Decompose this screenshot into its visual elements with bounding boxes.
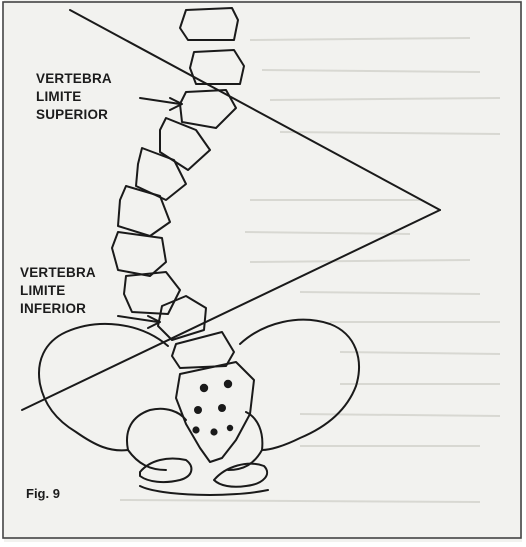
foramen (200, 384, 208, 392)
upper-label-line2: LIMITE (36, 88, 112, 106)
foramen (210, 428, 217, 435)
foramen (194, 406, 202, 414)
foramen (192, 426, 199, 433)
upper-vertebra-label: VERTEBRA LIMITE SUPERIOR (36, 70, 112, 124)
foramen (218, 404, 226, 412)
foramen (224, 380, 232, 388)
upper-label-line3: SUPERIOR (36, 106, 112, 124)
lower-vertebra-label: VERTEBRA LIMITE INFERIOR (20, 264, 96, 318)
foramen (227, 425, 233, 431)
lower-label-line3: INFERIOR (20, 300, 96, 318)
lower-label-line1: VERTEBRA (20, 264, 96, 282)
lower-label-line2: LIMITE (20, 282, 96, 300)
figure-caption: Fig. 9 (26, 486, 60, 501)
upper-label-line1: VERTEBRA (36, 70, 112, 88)
